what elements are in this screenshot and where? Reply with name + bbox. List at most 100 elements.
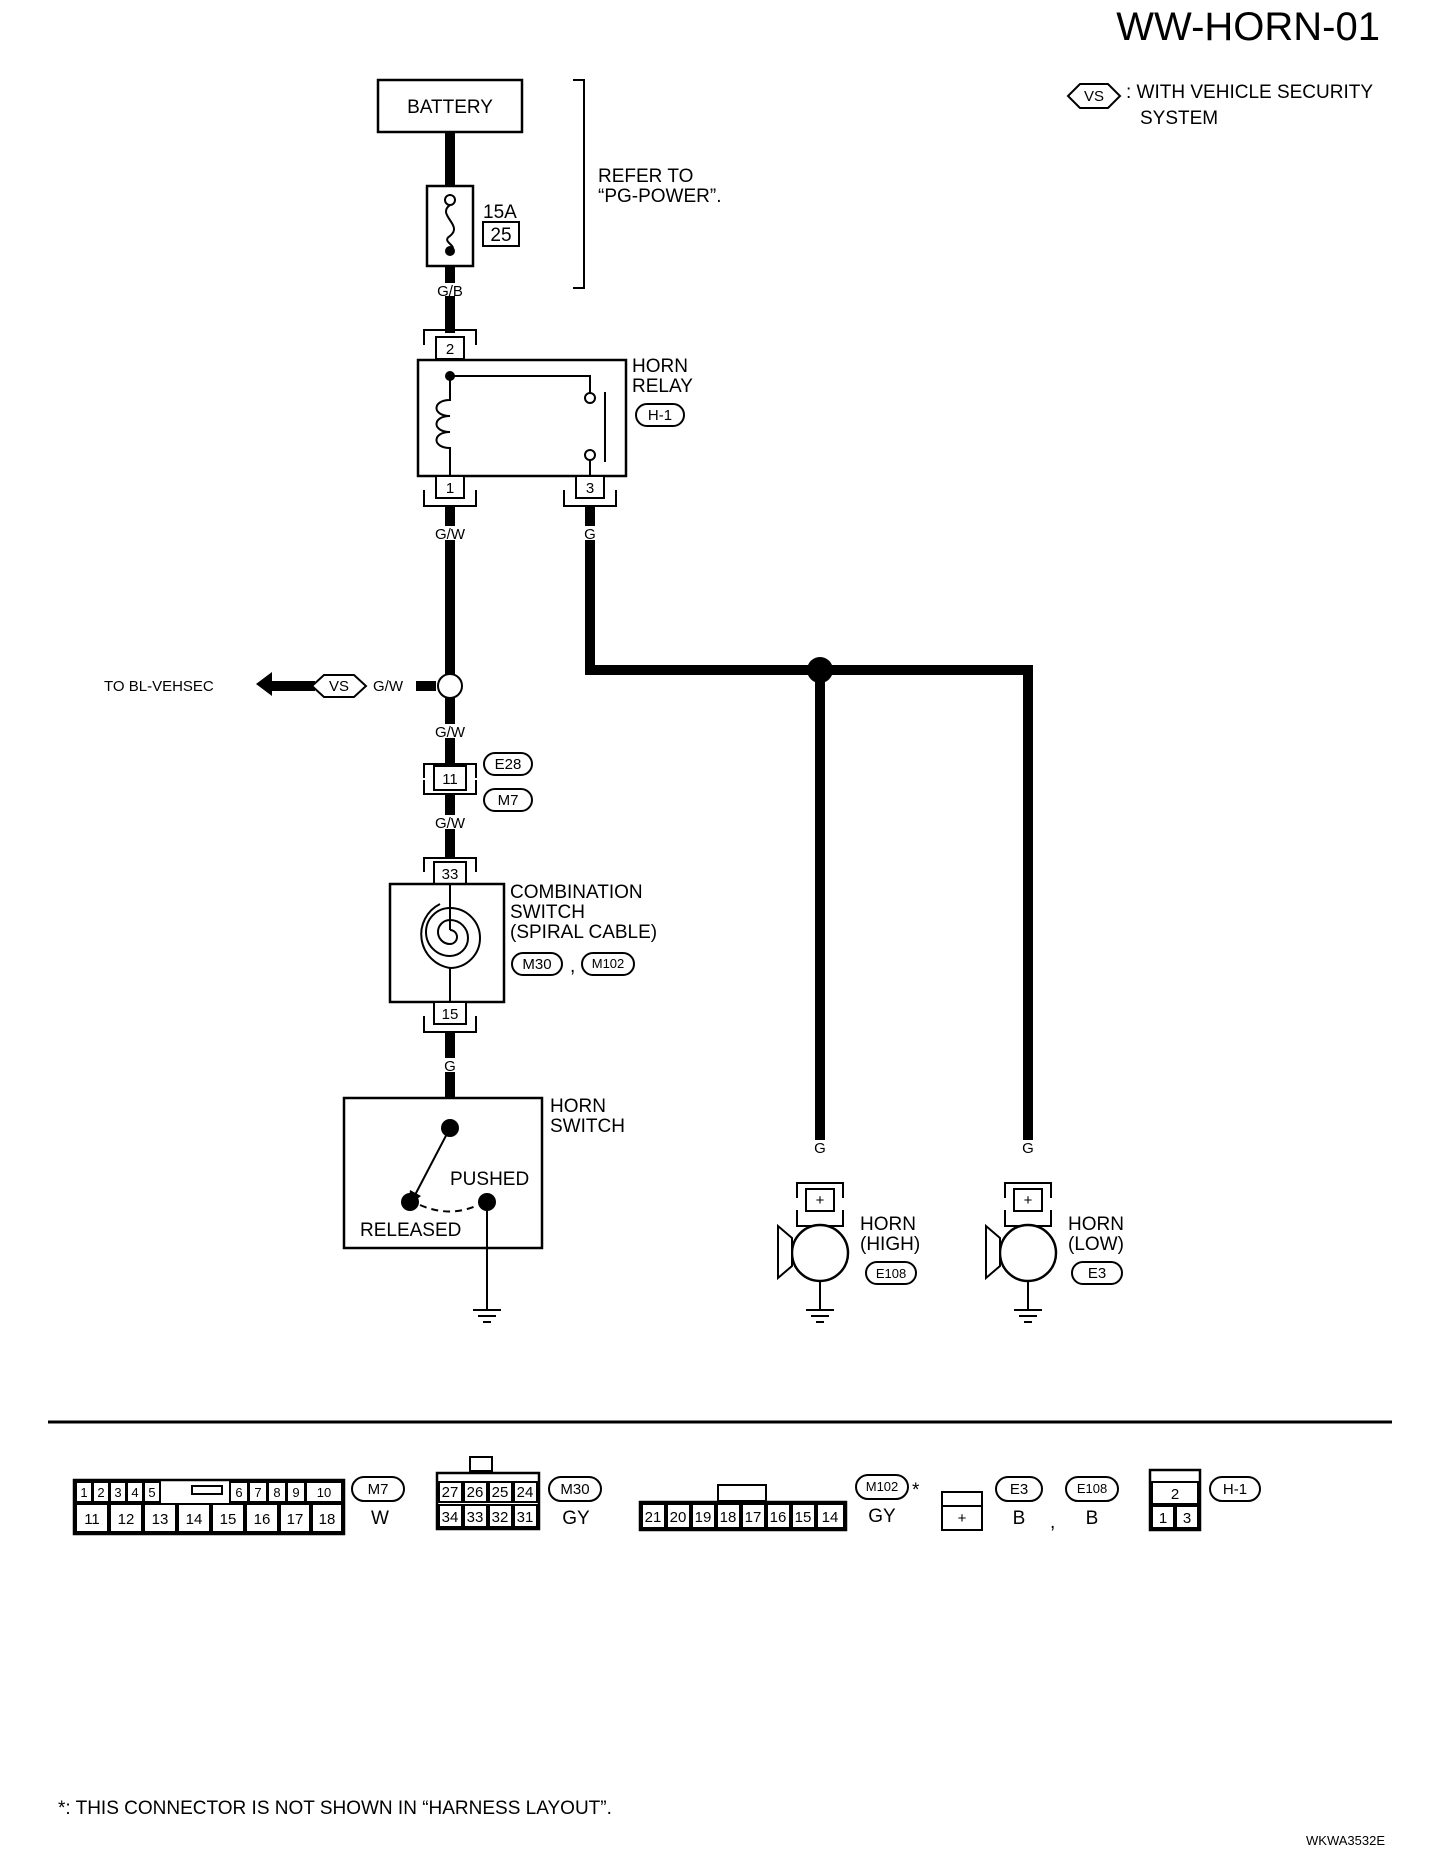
battery: BATTERY [376,78,524,134]
m7-pin: 12 [118,1511,135,1528]
m102-pin: 21 [645,1509,662,1526]
horn-low: G + HORN (LOW) E3 [985,1140,1124,1323]
branch-tag: VS [329,678,349,695]
connector-m7: 1 2 3 4 5 6 7 8 9 10 11 12 13 14 15 16 1… [72,1476,405,1536]
relay-pin-top: 2 [446,341,454,358]
horn-low-pin: + [1024,1192,1033,1209]
m30-pin: 33 [467,1509,484,1526]
wire-g-relay-label: G [584,526,596,543]
wire-g-switch: G [444,1058,456,1075]
m7-pin: 4 [131,1485,138,1500]
inline-pin: 11 [442,771,458,788]
legend: VS : WITH VEHICLE SECURITY SYSTEM [1066,82,1373,129]
inline-conn-upper: E28 [495,756,522,773]
m7-pin: 16 [254,1511,271,1528]
e3-color: B [1013,1508,1026,1529]
connector-m102: 21 20 19 18 17 16 15 14 M102 * GY [638,1474,920,1532]
horn-low-conn: E3 [1088,1265,1106,1282]
e3-id: E3 [1010,1481,1028,1498]
refer-bracket: REFER TO “PG-POWER”. [573,79,722,289]
m7-pin: 8 [273,1485,280,1500]
m7-pin: 18 [319,1511,336,1528]
legend-text-2: SYSTEM [1140,108,1218,129]
m7-pin: 5 [148,1485,155,1500]
relay-label-2: RELAY [632,376,693,397]
inline-connector: 11 E28 M7 [423,752,533,812]
comb-conn-2: M102 [592,956,625,971]
m7-pin: 11 [84,1511,100,1528]
m30-pin: 24 [517,1484,534,1501]
battery-label: BATTERY [407,97,493,118]
wire-gw-relay-label: G/W [435,526,466,543]
horn-switch-label-1: HORN [550,1096,606,1117]
combination-switch: 33 15 COMBINATION SWITCH (SPIRAL CABLE) … [388,857,657,1033]
m102-pin: 14 [822,1509,839,1526]
h1-pin: 1 [1159,1510,1167,1527]
h1-pin: 3 [1183,1510,1191,1527]
comb-label-1: COMBINATION [510,882,643,903]
m102-color: GY [868,1506,896,1527]
wire-gw-branch: G/W [373,678,404,695]
fuse-number-box [482,221,520,247]
h1-top-pin: 2 [1171,1486,1179,1503]
m7-pin: 6 [235,1485,242,1500]
refer-text-1: REFER TO [598,166,693,187]
footnote: *: THIS CONNECTOR IS NOT SHOWN IN “HARNE… [58,1798,612,1819]
m7-pin: 10 [317,1485,331,1500]
m30-id: M30 [560,1481,589,1498]
relay-label-1: HORN [632,356,688,377]
m7-pin: 7 [254,1485,261,1500]
m7-pin: 9 [292,1485,299,1500]
e108-color: B [1086,1508,1099,1529]
relay-pin-right: 3 [586,480,594,497]
horn-low-label-1: HORN [1068,1214,1124,1235]
m7-pin: 15 [220,1511,237,1528]
connector-e3-e108: + E3 B , E108 B [941,1476,1119,1533]
relay-pin-left: 1 [446,480,454,497]
m7-color: W [371,1508,389,1529]
m102-pin: 18 [720,1509,737,1526]
e108-id: E108 [1077,1481,1107,1496]
m102-pin: 15 [795,1509,812,1526]
m102-pin: 17 [745,1509,762,1526]
relay-conn-oval [635,403,685,427]
m7-pin: 2 [97,1485,104,1500]
wire-gb: G/B [437,283,463,300]
m7-pin: 14 [186,1511,203,1528]
comb-conn-1: M30 [522,956,551,973]
m30-color: GY [562,1508,590,1529]
fuse-number: 25 [490,225,511,246]
horn-high-pin: + [816,1192,825,1209]
branch-vehsec: VS G/W TO BL-VEHSEC [104,672,463,699]
connector-m30: 27 26 25 24 34 33 32 31 M30 GY [435,1456,602,1531]
inline-conn-lower: M7 [498,792,519,809]
wire-g-horn-high: G [814,1140,826,1157]
horn-low-label-2: (LOW) [1068,1234,1124,1255]
connector-h1: 2 1 3 H-1 [1148,1468,1261,1532]
m30-pin: 25 [492,1484,509,1501]
refer-text-2: “PG-POWER”. [598,186,722,207]
horn-switch: PUSHED RELEASED HORN SWITCH [342,1096,625,1323]
diagram-title: WW-HORN-01 [1116,5,1380,49]
comb-label-3: (SPIRAL CABLE) [510,922,657,943]
m7-pin: 3 [114,1485,121,1500]
e-sep: , [1050,1512,1055,1533]
m102-pin: 16 [770,1509,787,1526]
m7-pin: 13 [152,1511,169,1528]
horn-switch-label-2: SWITCH [550,1116,625,1137]
comb-pin-bottom: 15 [442,1006,459,1023]
branch-label: TO BL-VEHSEC [104,678,214,695]
comb-label-2: SWITCH [510,902,585,923]
m30-pin: 26 [467,1484,484,1501]
m7-id: M7 [368,1481,389,1498]
legend-tag-shape [1066,83,1122,109]
m102-id: M102 [866,1479,899,1494]
legend-text-1: : WITH VEHICLE SECURITY [1126,82,1373,103]
m102-pin: 20 [670,1509,687,1526]
wire-gw-below-conn: G/W [435,815,466,832]
fuse-rating: 15A [483,202,517,223]
figure-code: WKWA3532E [1306,1833,1385,1848]
m102-pin: 19 [695,1509,712,1526]
e3-pin: + [958,1510,967,1527]
